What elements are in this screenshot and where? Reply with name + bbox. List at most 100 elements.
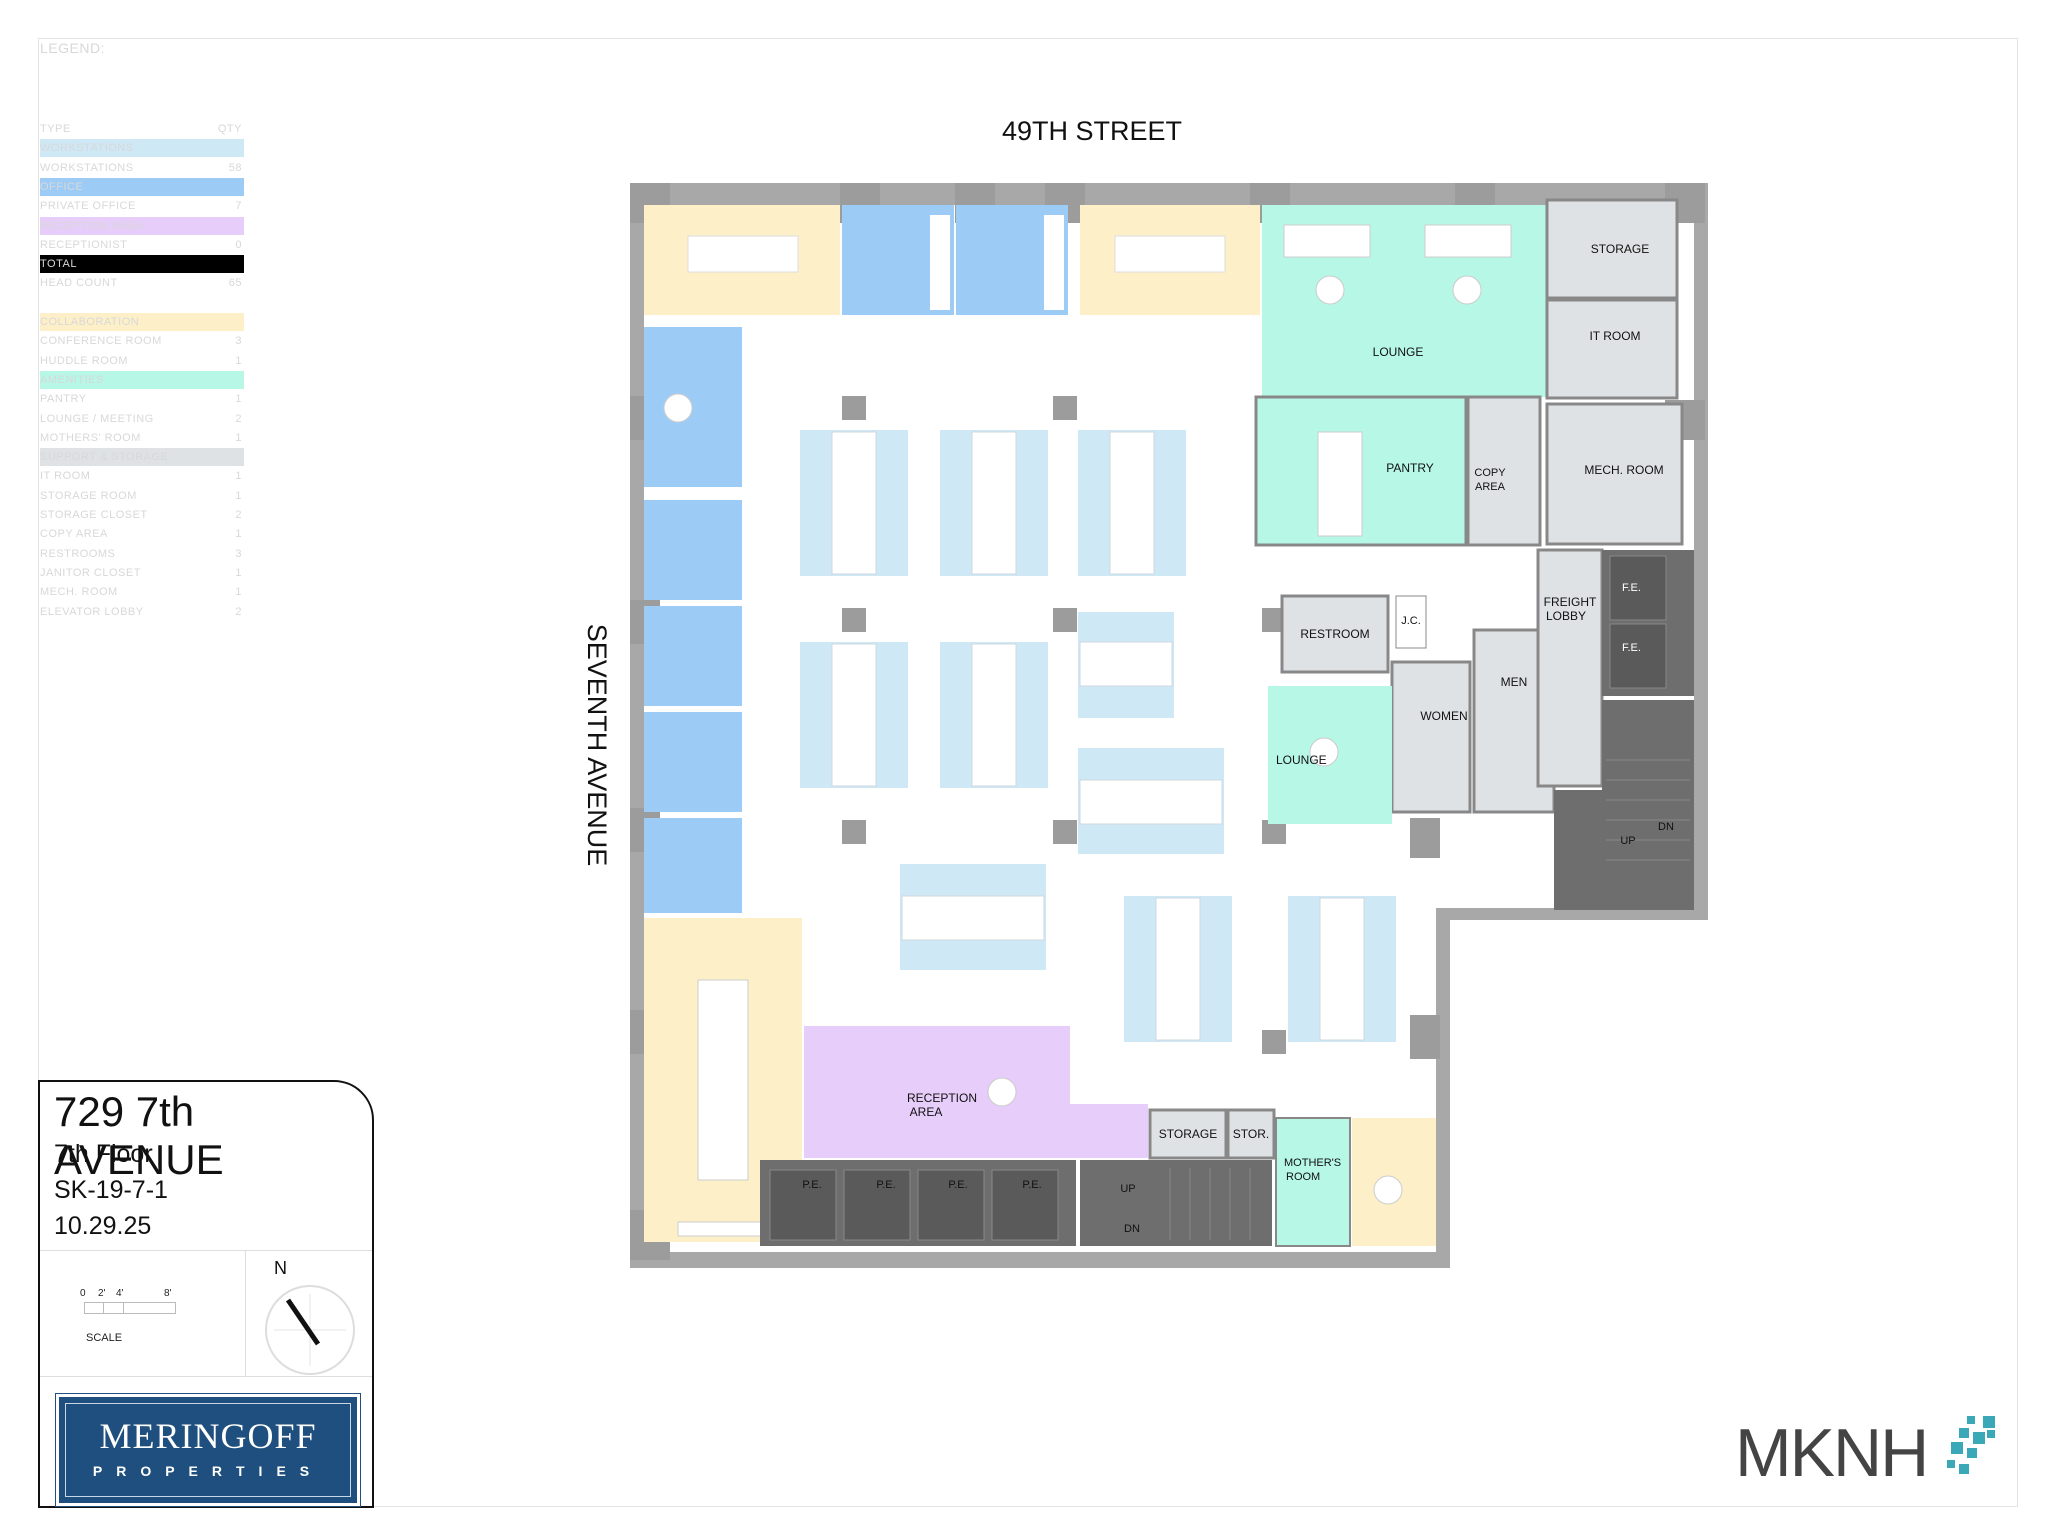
- pantry: PANTRY: [1254, 395, 1468, 547]
- huddle-room: [1352, 1118, 1436, 1246]
- east-stair: UP DN: [1554, 700, 1694, 910]
- legend-row-qty: 1: [235, 470, 242, 483]
- room-label: RESTROOM: [1300, 627, 1369, 641]
- it-room: IT ROOM: [1545, 298, 1679, 400]
- legend-row-name: AMENITIES: [40, 373, 104, 386]
- legend-row-name: ELEVATOR LOBBY: [40, 605, 144, 618]
- room-label: UP: [1120, 1183, 1135, 1195]
- legend-row-qty: 1: [235, 489, 242, 502]
- south-storage: STORAGE: [1148, 1108, 1228, 1160]
- legend-row-name: COLLABORATION: [40, 316, 140, 328]
- room-label: UP: [1620, 835, 1635, 847]
- legend-row-name: SUPPORT & STORAGE: [40, 451, 169, 464]
- north-lounge: LOUNGE: [1262, 205, 1547, 397]
- restroom: RESTROOM: [1280, 594, 1390, 674]
- legend-row: COLLABORATION: [40, 313, 244, 331]
- room-label: F.E.: [1622, 582, 1641, 594]
- legend-row-name: LOUNGE / MEETING: [40, 412, 154, 425]
- reception-area: RECEPTION AREA: [804, 1026, 1148, 1158]
- room-label: P.E.: [1022, 1179, 1041, 1191]
- freight-elevators: F.E. F.E.: [1602, 550, 1694, 696]
- legend-row-qty: 1: [235, 566, 242, 579]
- exterior-walls: [630, 183, 1708, 1268]
- center-lounge: LOUNGE: [1268, 686, 1392, 824]
- scale-label: SCALE: [86, 1332, 123, 1344]
- room-label: LOBBY: [1546, 609, 1586, 623]
- room-label: PANTRY: [1386, 461, 1434, 475]
- room-label: IT ROOM: [1589, 329, 1640, 343]
- legend-row: JANITOR CLOSET 1: [40, 564, 244, 582]
- room-label: LOUNGE: [1276, 753, 1327, 767]
- north-street-label: 49TH STREET: [1002, 116, 1182, 146]
- room-label: MEN: [1501, 675, 1528, 689]
- legend-row-qty: 58: [228, 161, 242, 174]
- mknh-text: MKNH: [1735, 1415, 1927, 1490]
- sheet-number: SK-19-7-1: [54, 1176, 168, 1204]
- room-label: MOTHER'S: [1284, 1157, 1341, 1169]
- legend-row-qty: 1: [235, 586, 242, 599]
- legend-row-qty: 1: [235, 431, 242, 444]
- legend-row-name: MECH. ROOM: [40, 586, 118, 599]
- room-label: STOR.: [1233, 1127, 1269, 1141]
- north-label: N: [274, 1258, 287, 1278]
- legend-row-name: WORKSTATIONS: [40, 161, 134, 174]
- legend-row: WORKSTATIONS 58: [40, 159, 244, 177]
- passenger-elevators: P.E. P.E. P.E. P.E.: [760, 1160, 1076, 1246]
- north-arrow-icon: [265, 1285, 355, 1375]
- floor-label: 7th Floor: [54, 1140, 153, 1168]
- room-label: P.E.: [802, 1179, 821, 1191]
- legend-row-qty: 0: [235, 238, 242, 251]
- room-label: WOMEN: [1420, 709, 1467, 723]
- legend-row: MECH. ROOM 1: [40, 583, 244, 601]
- janitor-closet: J.C.: [1395, 595, 1427, 649]
- room-label: MECH. ROOM: [1584, 463, 1663, 477]
- north-conference-1: [644, 205, 840, 315]
- legend-row-name: TOTAL: [40, 258, 77, 271]
- legend-row-name: RESTROOMS: [40, 547, 116, 560]
- legend-row: WORKSTATIONS: [40, 139, 244, 158]
- legend-header: LEGEND:: [40, 40, 105, 56]
- room-label: LOUNGE: [1373, 345, 1424, 359]
- room-label: AREA: [910, 1105, 943, 1119]
- legend-row: CONFERENCE ROOM 3: [40, 332, 244, 350]
- legend-row: TYPE QTY: [40, 120, 244, 138]
- legend-row: AMENITIES: [40, 370, 244, 389]
- copy-area: COPY AREA: [1466, 395, 1542, 547]
- legend-row-name: HEAD COUNT: [40, 277, 118, 290]
- room-label: F.E.: [1622, 642, 1641, 654]
- room-label: STORAGE: [1159, 1127, 1217, 1141]
- title-block: 729 7th AVENUE 7th Floor SK-19-7-1 10.29…: [38, 1080, 374, 1508]
- south-stair: UP DN: [1080, 1160, 1272, 1246]
- freight-lobby: FREIGHT LOBBY: [1536, 548, 1604, 788]
- legend-row: MOTHERS' ROOM 1: [40, 429, 244, 447]
- legend-row-name: STORAGE ROOM: [40, 489, 137, 502]
- legend-row: STORAGE ROOM 1: [40, 487, 244, 505]
- legend-row-qty: 3: [235, 335, 242, 348]
- mothers-room: MOTHER'S ROOM: [1275, 1117, 1351, 1247]
- legend-row-name: RECEPTION AREA: [40, 219, 144, 232]
- west-offices: [644, 327, 742, 913]
- legend-row-name: CONFERENCE ROOM: [40, 335, 162, 348]
- room-label: J.C.: [1401, 615, 1421, 627]
- legend-row-name: JANITOR CLOSET: [40, 566, 141, 579]
- north-office-2: [956, 205, 1068, 315]
- legend-row-qty: QTY: [217, 123, 242, 135]
- legend-row: OFFICE: [40, 177, 244, 196]
- logo-name: MERINGOFF: [99, 1416, 317, 1456]
- legend-row-name: OFFICE: [40, 180, 84, 193]
- legend-row-name: MOTHERS' ROOM: [40, 431, 141, 444]
- legend-row-qty: 7: [235, 200, 242, 213]
- legend-row-qty: 1: [235, 393, 242, 406]
- logo-subtitle: PROPERTIES: [92, 1463, 324, 1479]
- room-label: FREIGHT: [1544, 595, 1597, 609]
- legend-row-name: TYPE: [40, 123, 71, 135]
- room-label: DN: [1124, 1223, 1140, 1235]
- legend-row-name: HUDDLE ROOM: [40, 354, 129, 367]
